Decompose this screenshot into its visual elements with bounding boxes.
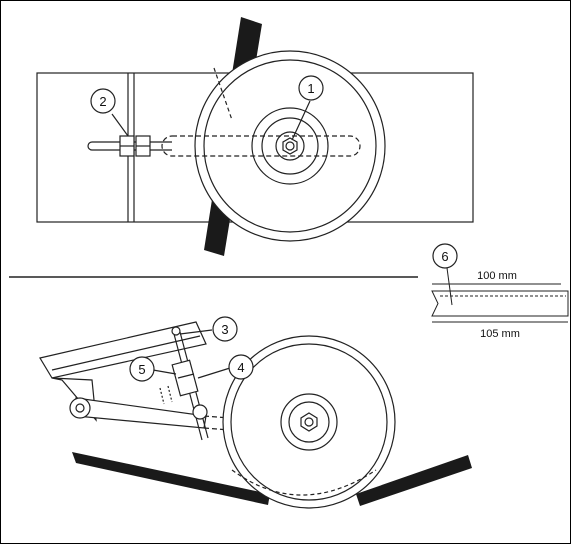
callout-4-label: 4 bbox=[237, 360, 244, 375]
top-view bbox=[36, 17, 474, 256]
side-belt-left bbox=[72, 452, 270, 505]
top-pulley-nut bbox=[282, 137, 298, 155]
side-rod-top bbox=[171, 326, 181, 336]
detail-strip bbox=[431, 290, 569, 317]
top-pulley-hub-inner bbox=[275, 131, 305, 161]
side-rod-joint bbox=[192, 404, 208, 420]
callout-4-circle bbox=[228, 354, 254, 380]
top-slot-arm bbox=[161, 135, 361, 157]
side-frame bbox=[39, 321, 207, 379]
side-view bbox=[39, 321, 472, 509]
callout-2-label: 2 bbox=[99, 94, 106, 109]
top-pulley-hub-mid bbox=[261, 117, 319, 175]
belt-length-detail bbox=[431, 243, 569, 323]
side-pulley-hub-outer bbox=[280, 393, 338, 451]
top-belt-edge-a bbox=[213, 67, 233, 121]
dimension-bottom-label: 105 mm bbox=[480, 328, 520, 340]
side-belt-right bbox=[356, 455, 472, 506]
dimension-top-label: 100 mm bbox=[477, 270, 517, 282]
side-frame-leg bbox=[51, 377, 97, 422]
callout-5-circle bbox=[129, 356, 155, 382]
top-pulley-hub-outer bbox=[251, 107, 329, 185]
side-leader-4 bbox=[197, 367, 231, 379]
side-pulley-outer bbox=[222, 335, 396, 509]
side-spring-block bbox=[171, 359, 199, 397]
callout-1-label: 1 bbox=[307, 81, 314, 96]
top-pulley-bore bbox=[285, 141, 295, 151]
side-arm-pivot-inner bbox=[75, 403, 85, 413]
callout-6-circle bbox=[432, 243, 458, 269]
callout-6-label: 6 bbox=[441, 249, 448, 264]
callout-5-label: 5 bbox=[138, 362, 145, 377]
side-frame-inner bbox=[51, 335, 201, 371]
side-arm bbox=[75, 397, 207, 429]
side-pulley-bore bbox=[304, 417, 314, 427]
callout-2-circle bbox=[90, 88, 116, 114]
top-callouts: 1 2 bbox=[90, 75, 324, 114]
top-leader-2 bbox=[111, 113, 129, 137]
side-belt-wrap bbox=[231, 469, 377, 496]
callout-3-label: 3 bbox=[221, 322, 228, 337]
side-spring-line bbox=[177, 373, 195, 379]
side-dim-a bbox=[159, 387, 165, 405]
callout-3-circle bbox=[212, 316, 238, 342]
side-pulley-nut bbox=[300, 412, 318, 432]
side-dim-b bbox=[167, 385, 173, 403]
side-leader-3 bbox=[179, 329, 213, 335]
callout-1-circle bbox=[298, 75, 324, 101]
side-arm-pivot bbox=[69, 397, 91, 419]
top-leader-1 bbox=[291, 100, 311, 141]
side-pulley-hub-mid bbox=[288, 401, 330, 443]
side-pulley-rim bbox=[230, 343, 388, 501]
top-pulley-rim bbox=[203, 59, 377, 233]
side-leader-5 bbox=[152, 369, 177, 375]
top-pulley-outer bbox=[194, 50, 386, 242]
side-callouts: 3 4 5 bbox=[129, 316, 254, 382]
top-rod-end bbox=[87, 141, 93, 151]
detail-leader-6 bbox=[446, 267, 453, 306]
